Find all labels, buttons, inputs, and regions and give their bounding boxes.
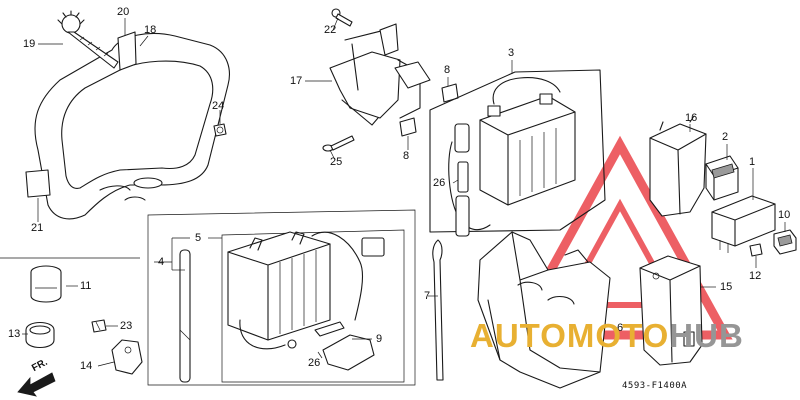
grommet — [133, 177, 163, 189]
relay-cap-10 — [773, 229, 797, 255]
relay-holder-16 — [649, 115, 707, 217]
flat-washer — [117, 31, 137, 71]
emblem-pad — [25, 169, 51, 198]
callout-16: 16 — [685, 112, 698, 124]
callout-12: 12 — [749, 270, 762, 282]
watermark-triangle-inner — [559, 198, 681, 308]
flange-bolt-23 — [91, 319, 107, 333]
callout-22: 22 — [324, 24, 337, 36]
battery-terminal-neg — [487, 105, 501, 117]
callout-23: 23 — [120, 320, 133, 332]
callout-14: 14 — [80, 360, 93, 372]
battery-kit-frame — [147, 209, 416, 386]
relay-1 — [711, 195, 776, 253]
callout-4: 4 — [158, 256, 165, 268]
callout-19: 19 — [23, 38, 36, 50]
side-cover — [34, 33, 230, 220]
callout-25: 25 — [330, 156, 343, 168]
fuse-holder — [454, 123, 470, 237]
watermark-triangle-outer — [507, 135, 733, 340]
callout-11: 11 — [80, 280, 92, 292]
callout-1: 1 — [749, 156, 756, 168]
callout-8-lower: 8 — [403, 150, 410, 162]
callout-26-lower: 26 — [308, 357, 321, 369]
rubber-pad-lower — [399, 117, 417, 137]
callout-6: 6 — [617, 322, 624, 334]
relay-2 — [705, 155, 739, 201]
leader-lines — [0, 17, 786, 367]
rubber-mount-13 — [25, 321, 55, 349]
bracket-14 — [111, 339, 143, 375]
document-code: 4593-F1400A — [622, 381, 688, 391]
bolt — [322, 135, 355, 152]
callout-13: 13 — [8, 328, 21, 340]
callout-2: 2 — [722, 131, 729, 143]
battery-assembly — [429, 69, 606, 233]
watermark-triangle-logo — [507, 135, 733, 340]
front-arrow — [17, 372, 56, 397]
watermark-word-moto: MOTO — [566, 317, 670, 354]
watermark-wordmark: AUTOMOTOHUB — [470, 318, 744, 354]
callout-15: 15 — [720, 281, 733, 293]
callout-10: 10 — [778, 209, 791, 221]
relay-11 — [30, 265, 62, 303]
knob-screw — [57, 10, 119, 69]
callout-21: 21 — [31, 222, 44, 234]
clip-nut — [213, 123, 227, 137]
watermark-word-hub: HUB — [669, 317, 744, 354]
battery-connector — [361, 237, 385, 257]
breather-tube-4 — [179, 249, 191, 383]
callout-5: 5 — [195, 232, 202, 244]
callout-3: 3 — [508, 47, 515, 59]
callout-8-top: 8 — [444, 64, 451, 76]
callout-9: 9 — [376, 333, 383, 345]
drain-tube-7 — [432, 239, 444, 381]
callout-24: 24 — [212, 100, 225, 112]
bracket-15 — [639, 255, 703, 366]
battery-tray — [477, 231, 611, 389]
watermark-word-auto: AUTO — [470, 317, 567, 354]
callout-7: 7 — [424, 290, 431, 302]
fuse-box — [322, 334, 375, 371]
callout-20: 20 — [117, 6, 130, 18]
battery-holder-stay — [329, 23, 431, 126]
callout-26-top: 26 — [433, 177, 446, 189]
callout-18: 18 — [144, 24, 157, 36]
clip-12 — [749, 243, 763, 257]
callout-17: 17 — [290, 75, 303, 87]
rubber-pad-top — [441, 83, 459, 103]
battery-terminal-pos — [539, 93, 553, 105]
flange-bolt — [331, 8, 353, 27]
